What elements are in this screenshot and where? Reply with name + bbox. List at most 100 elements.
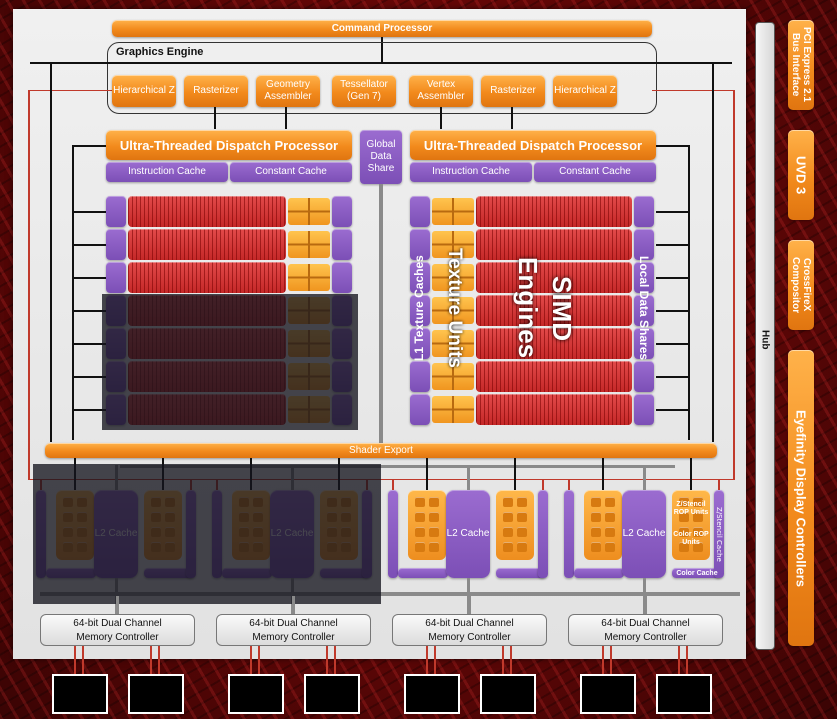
rop-cell <box>503 512 513 522</box>
color-cache <box>398 568 448 578</box>
simd-engine <box>476 328 632 359</box>
connector <box>644 596 647 614</box>
connector <box>656 244 688 246</box>
l2-cache: L2 Cache <box>622 490 666 578</box>
mc-line1: 64-bit Dual Channel <box>73 618 162 629</box>
rop-cell <box>605 512 615 522</box>
l1-texture-caches-label: L1 Texture Caches <box>412 255 426 361</box>
l2-connector <box>467 465 470 490</box>
connector <box>656 277 688 279</box>
memory-chip <box>656 674 712 714</box>
rop-cell <box>415 512 425 522</box>
l1-texture-cache <box>410 295 430 326</box>
connector <box>440 107 442 129</box>
rasterizer-right: Rasterizer <box>481 75 545 107</box>
connector <box>688 145 690 440</box>
memory-link <box>158 646 160 674</box>
mc-line1: 64-bit Dual Channel <box>249 618 338 629</box>
command-processor: Command Processor <box>112 20 652 37</box>
connector <box>72 409 106 411</box>
z-stencil-cache <box>714 490 724 578</box>
connector <box>285 107 287 129</box>
connector <box>426 458 428 490</box>
l1-texture-cache <box>410 196 430 227</box>
l1-texture-cache <box>410 328 430 359</box>
connector <box>116 596 119 614</box>
connector <box>656 211 688 213</box>
red-line-right <box>733 90 735 480</box>
red-connector <box>542 480 544 490</box>
red-connector <box>718 480 720 490</box>
rop-cell <box>517 512 527 522</box>
memory-link <box>250 646 252 674</box>
rop-unit <box>496 490 534 560</box>
z-stencil-cache <box>538 490 548 578</box>
color-cache-label: Color Cache <box>676 569 718 577</box>
simd-engine <box>476 394 632 425</box>
rop-cell <box>693 542 703 552</box>
connector <box>511 107 513 129</box>
memory-link <box>434 646 436 674</box>
rop-cell <box>591 512 601 522</box>
rop-cell <box>517 527 527 537</box>
connector <box>602 458 604 490</box>
memory-link <box>74 646 76 674</box>
rop-cell <box>503 497 513 507</box>
local-data-share <box>332 229 352 260</box>
simd-engine <box>128 196 286 227</box>
simd-engine <box>476 229 632 260</box>
local-data-share <box>634 361 654 392</box>
memory-chip <box>228 674 284 714</box>
rop-cell <box>517 542 527 552</box>
simd-engine <box>476 262 632 293</box>
memory-chip <box>304 674 360 714</box>
local-data-share <box>634 295 654 326</box>
rop-cell <box>503 527 513 537</box>
rop-cell <box>415 542 425 552</box>
rop-cell <box>429 527 439 537</box>
texture-unit <box>432 198 474 225</box>
texture-unit <box>432 297 474 324</box>
connector <box>468 596 471 614</box>
rop-unit <box>672 490 710 560</box>
simd-engine <box>476 196 632 227</box>
l2-cache: L2 Cache <box>446 490 490 578</box>
memory-chip <box>404 674 460 714</box>
simd-engine <box>128 229 286 260</box>
z-stencil-rop-label: Z/Stencil ROP Units <box>673 501 709 516</box>
disabled-overlay-backend <box>33 464 381 604</box>
connector <box>292 596 295 614</box>
memory-link <box>334 646 336 674</box>
rop-cell <box>679 527 689 537</box>
geometry-assembler: Geometry Assembler <box>256 75 320 107</box>
rop-cell <box>591 527 601 537</box>
connector <box>72 145 74 440</box>
memory-link <box>258 646 260 674</box>
red-connector <box>392 480 394 490</box>
connector <box>656 409 688 411</box>
memory-link <box>326 646 328 674</box>
pcie-bus-interface: PCI Express 2.1 Bus Interface <box>788 20 814 110</box>
dispatch-processor-right: Ultra-Threaded Dispatch Processor <box>410 130 656 160</box>
mc-line2: Memory Controller <box>604 632 687 643</box>
connector <box>72 277 106 279</box>
connector <box>72 145 106 147</box>
color-cache <box>672 568 722 578</box>
rop-cell <box>415 497 425 507</box>
connector <box>72 211 106 213</box>
hub-label: Hub <box>759 330 771 350</box>
texture-unit <box>432 264 474 291</box>
memory-chip <box>480 674 536 714</box>
connector <box>72 310 106 312</box>
l1-texture-cache <box>410 229 430 260</box>
hub-bar <box>755 22 775 650</box>
memory-link <box>602 646 604 674</box>
rop-cell <box>415 527 425 537</box>
z-stencil-cache <box>564 490 574 578</box>
red-line-bottom <box>28 479 735 480</box>
dispatch-processor-left: Ultra-Threaded Dispatch Processor <box>106 130 352 160</box>
graphics-engine-label: Graphics Engine <box>116 46 204 58</box>
rop-cell <box>679 497 689 507</box>
